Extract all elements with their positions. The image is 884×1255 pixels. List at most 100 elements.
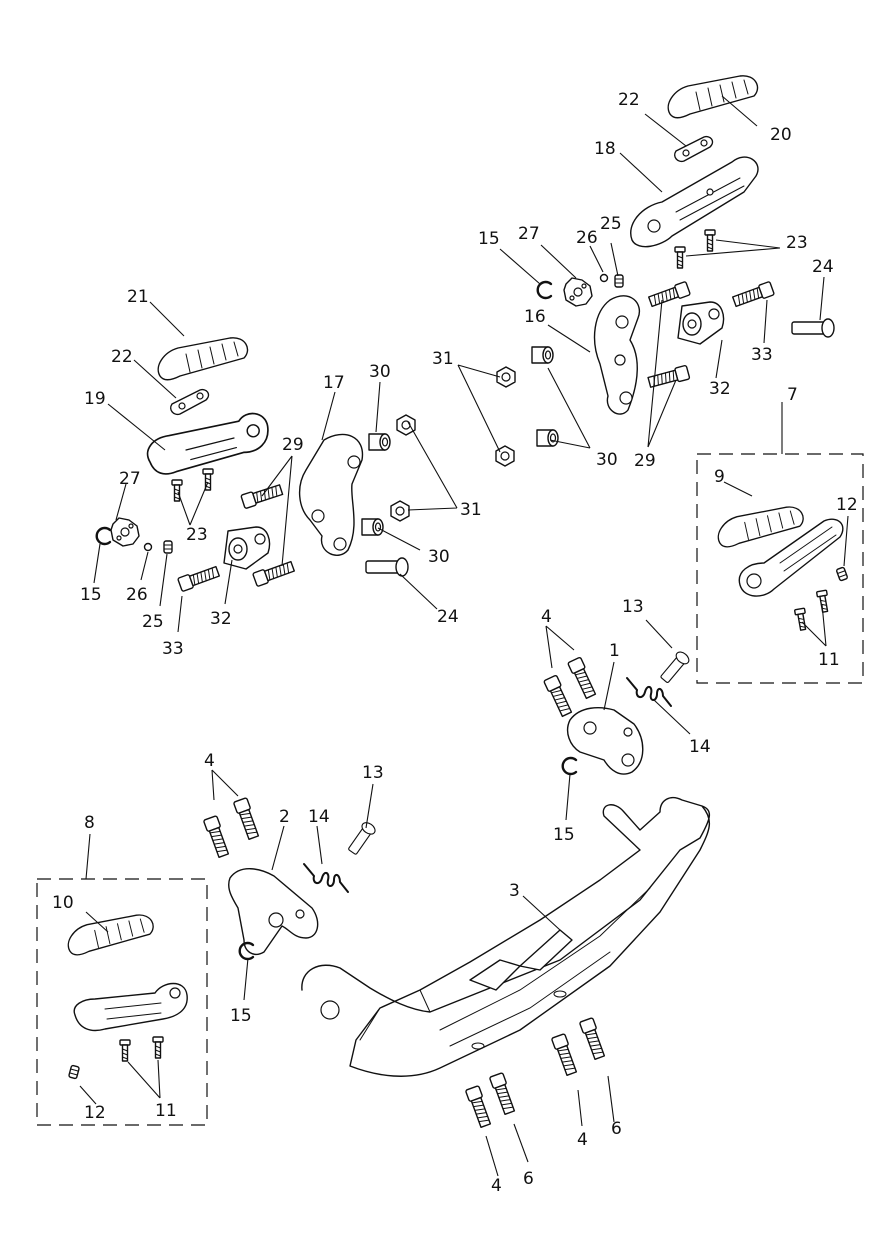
label-6-right: 6: [611, 1119, 622, 1139]
bolt-6-bottom-b: [578, 1016, 607, 1061]
footrest-rubber-21: [157, 337, 249, 381]
clip-15-right-top: [536, 280, 553, 300]
screw-11-b: [815, 589, 831, 614]
block-32-left: [223, 526, 271, 570]
detent-12-left: [67, 1064, 81, 1080]
hanger-17: [299, 433, 364, 556]
screw-23-d: [202, 468, 214, 491]
bolt-6-bottom-a: [488, 1071, 517, 1116]
label-22-left: 22: [111, 347, 133, 367]
label-30-right: 30: [596, 450, 618, 470]
label-25-left: 25: [142, 612, 164, 632]
label-33-left: 33: [162, 639, 184, 659]
detent-12-right: [835, 566, 849, 582]
label-10: 10: [52, 893, 74, 913]
label-15-left: 15: [80, 585, 102, 605]
bolt-4-bottom-b: [550, 1032, 579, 1077]
pin-24-left: [365, 557, 409, 577]
label-30-low: 30: [428, 547, 450, 567]
bolt-4-bottom-a: [464, 1084, 493, 1129]
spring-14-right: [626, 677, 672, 707]
label-9: 9: [714, 467, 725, 487]
label-23-right: 23: [786, 233, 808, 253]
label-31-mid: 31: [460, 500, 482, 520]
rubber-10: [67, 914, 154, 956]
label-32-right: 32: [709, 379, 731, 399]
label-4-top-right: 4: [541, 607, 552, 627]
bolt-33-left: [176, 564, 221, 593]
kit-8-frame: [36, 878, 208, 1126]
label-6-left: 6: [523, 1169, 534, 1189]
callouts: 20 22 18 23 24 25 26 27 15 16 33 32 29 3…: [52, 90, 858, 1196]
bush-30-c: [368, 433, 391, 451]
label-29-left: 29: [282, 435, 304, 455]
label-27-right: 27: [518, 224, 540, 244]
label-15-left-low: 15: [230, 1006, 252, 1026]
label-26-right: 26: [576, 228, 598, 248]
plate-22-left: [170, 388, 210, 416]
nut-31-d: [390, 500, 410, 522]
bolt-29-right-top: [647, 280, 692, 309]
label-4-top-left: 4: [204, 751, 215, 771]
label-20: 20: [770, 125, 792, 145]
bush-30-a: [531, 346, 554, 364]
label-19: 19: [84, 389, 106, 409]
footrest-18: [630, 156, 759, 248]
nut-31-c: [396, 414, 416, 436]
bracket-2: [228, 868, 319, 956]
label-24-right: 24: [812, 257, 834, 277]
label-4-bottom-left: 4: [491, 1176, 502, 1196]
pin-13-left: [345, 819, 378, 857]
label-26-left: 26: [126, 585, 148, 605]
pin-24-right: [791, 318, 835, 338]
rubber-9: [717, 506, 804, 548]
label-22-right: 22: [618, 90, 640, 110]
label-24-left: 24: [437, 607, 459, 627]
label-25-right: 25: [600, 214, 622, 234]
pin-13-right: [657, 649, 692, 686]
label-33-right: 33: [751, 345, 773, 365]
subframe-3: [301, 796, 710, 1077]
label-31-right: 31: [432, 349, 454, 369]
footrest-rubber-20: [667, 75, 759, 119]
label-30-mid: 30: [369, 362, 391, 382]
label-1: 1: [609, 641, 620, 661]
spring-25-right: [614, 274, 624, 288]
label-11-right: 11: [818, 650, 840, 670]
screw-11-d: [152, 1036, 164, 1059]
label-17: 17: [323, 373, 345, 393]
plate-22-right: [674, 135, 714, 163]
star-washer-27-left: [110, 517, 140, 547]
label-3: 3: [509, 881, 520, 901]
label-11-left: 11: [155, 1101, 177, 1121]
label-12-left: 12: [84, 1103, 106, 1123]
bolt-33-right: [731, 280, 776, 309]
ball-26-right: [599, 273, 609, 283]
bush-30-b: [536, 429, 559, 447]
bolt-4-bracket1-a: [542, 674, 574, 718]
label-18: 18: [594, 139, 616, 159]
label-4-bottom-right: 4: [577, 1130, 588, 1150]
label-21: 21: [127, 287, 149, 307]
screw-23-a: [674, 246, 686, 269]
footrest-kit-8: [73, 982, 188, 1032]
label-13-right: 13: [622, 597, 644, 617]
ball-26-left: [143, 542, 153, 552]
label-15-right-mid: 15: [553, 825, 575, 845]
label-15-right-top: 15: [478, 229, 500, 249]
label-8: 8: [84, 813, 95, 833]
screw-11-a: [793, 607, 809, 632]
clip-15-right-mid: [561, 756, 578, 776]
label-13-left: 13: [362, 763, 384, 783]
spring-25-left: [163, 540, 173, 554]
star-washer-27-right: [563, 277, 593, 307]
label-2: 2: [279, 807, 290, 827]
label-14-right: 14: [689, 737, 711, 757]
hanger-16: [593, 295, 641, 415]
label-23-left: 23: [186, 525, 208, 545]
spring-14-left: [303, 863, 349, 893]
bolt-4-bracket2-b: [232, 796, 261, 841]
label-32-left: 32: [210, 609, 232, 629]
bolt-29-left-bot: [251, 559, 296, 588]
bracket-1: [566, 707, 644, 775]
